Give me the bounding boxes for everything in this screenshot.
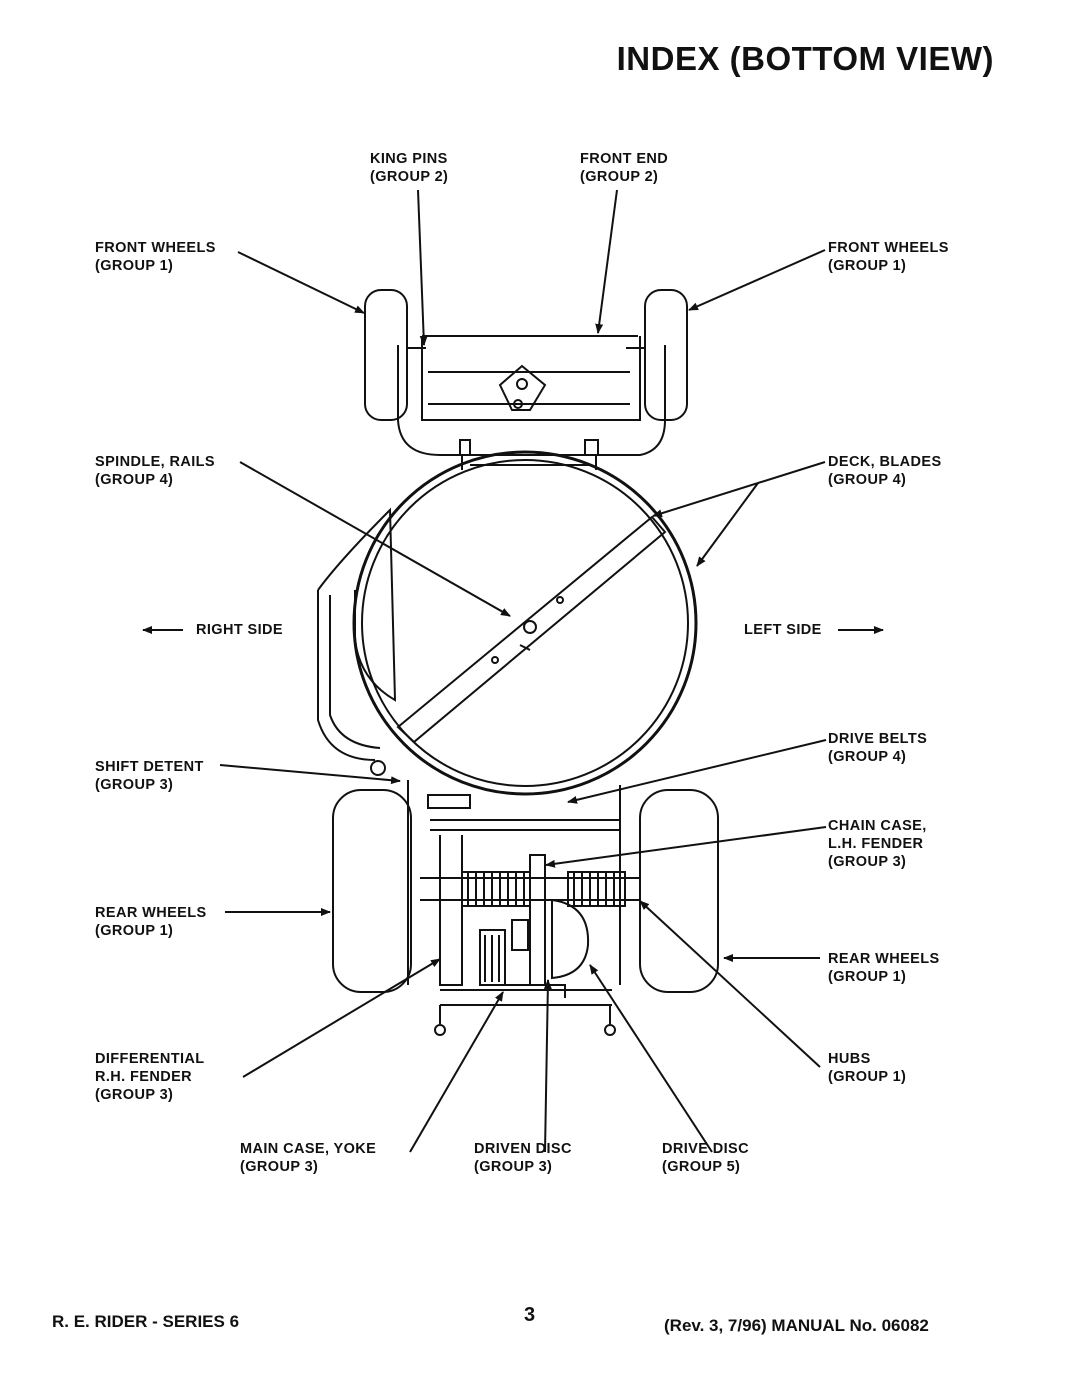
rear-wheel-right [332, 789, 412, 993]
callout-drive-belts: DRIVE BELTS(GROUP 4) [828, 731, 928, 765]
right-side-label: RIGHT SIDE [196, 622, 283, 638]
callout-rear-wheels-right: REAR WHEELS(GROUP 1) [95, 905, 207, 939]
callout-front-wheels-left: FRONT WHEELS(GROUP 1) [828, 240, 949, 274]
footer-page-number: 3 [524, 1304, 536, 1326]
footer-manual-number: (Rev. 3, 7/96) MANUAL No. 06082 [664, 1316, 929, 1335]
callout-front-wheels-right: FRONT WHEELS(GROUP 1) [95, 240, 216, 274]
callout-chain-case: CHAIN CASE,L.H. FENDER(GROUP 3) [828, 818, 927, 870]
rear-wheel-left [639, 789, 719, 993]
callout-driven-disc: DRIVEN DISC(GROUP 3) [474, 1141, 572, 1175]
page-title: INDEX (BOTTOM VIEW) [616, 40, 994, 77]
footer-model: R. E. RIDER - SERIES 6 [52, 1312, 240, 1331]
front-axle [397, 335, 666, 470]
callout-spindle-rails: SPINDLE, RAILS(GROUP 4) [95, 454, 215, 488]
callout-main-case: MAIN CASE, YOKE(GROUP 3) [240, 1141, 377, 1175]
front-wheel-left [644, 289, 688, 421]
callout-deck-blades: DECK, BLADES(GROUP 4) [828, 454, 942, 488]
left-side-label: LEFT SIDE [744, 622, 822, 638]
callout-drive-disc: DRIVE DISC(GROUP 5) [662, 1141, 749, 1175]
callout-front-end: FRONT END(GROUP 2) [580, 151, 669, 185]
callout-king-pins: KING PINS(GROUP 2) [370, 151, 449, 185]
callout-rear-wheels-left: REAR WHEELS(GROUP 1) [828, 951, 940, 985]
front-wheel-right [364, 289, 408, 421]
callout-shift-detent: SHIFT DETENT(GROUP 3) [95, 759, 204, 793]
blade [396, 515, 667, 744]
callout-hubs: HUBS(GROUP 1) [828, 1051, 907, 1085]
